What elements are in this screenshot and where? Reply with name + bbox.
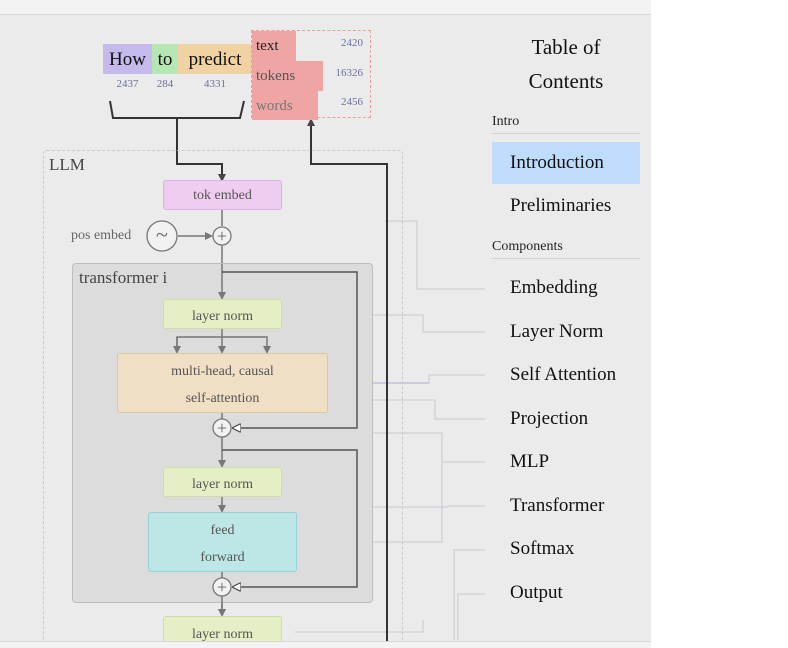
layer-norm-2-block[interactable]: layer norm [163,467,282,497]
sine-wave-icon: ~ [156,222,168,247]
output-word-text: text [256,38,279,54]
toc-item-embedding[interactable]: Embedding [510,277,598,298]
output-word-tokens: tokens [256,68,296,84]
output-value-text: 2420 [341,37,363,49]
toc-section-intro: Intro [492,114,640,134]
input-token-how: How [103,44,152,74]
output-bar-tokens [252,61,323,91]
toc-item-preliminaries[interactable]: Preliminaries [510,195,612,216]
layer-norm-final-label: layer norm [191,627,254,642]
bottom-scroll-edge [0,641,651,648]
feed-forward-label-line1: feed [210,523,235,538]
attention-block[interactable]: multi-head, causal self-attention [117,353,328,413]
feed-forward-block[interactable]: feed forward [148,512,297,572]
add-icon: + [216,226,228,246]
transformer-lines [173,264,358,617]
output-bar-text [252,31,296,61]
output-value-words: 2456 [341,96,363,108]
layer-norm-2-label: layer norm [191,477,254,492]
output-value-tokens: 16326 [335,67,364,79]
toc-item-softmax[interactable]: Softmax [510,538,575,559]
input-token-predict: predict [178,44,252,74]
output-bar-words [252,90,318,120]
output-word-words: words [256,98,293,114]
token-id-predict: 4331 [204,78,226,90]
feed-forward-label-line2: forward [200,550,245,565]
tok-embed-block[interactable]: tok embed [163,180,282,210]
add-icon: + [216,577,228,597]
toc-title-line2: Contents [528,69,604,93]
toc-item-mlp[interactable]: MLP [510,451,550,472]
add-icon: + [216,418,228,438]
token-id-how: 2437 [116,78,139,90]
toc-title-line1: Table of [531,35,601,59]
tok-embed-label: tok embed [193,188,252,203]
llm-label: LLM [49,155,85,174]
llm-region [43,150,403,648]
toc-section-components: Components [492,239,640,259]
toc-item-transformer[interactable]: Transformer [510,495,605,516]
token-id-to: 284 [156,78,174,90]
attention-label-line1: multi-head, causal [171,364,274,379]
transformer-label: transformer i [79,268,168,287]
layer-norm-1-block[interactable]: layer norm [163,299,282,329]
attention-label-line2: self-attention [185,391,260,406]
toc-item-projection[interactable]: Projection [510,408,589,429]
app-window: How to predict 2437 284 4331 text tokens… [0,0,651,648]
toc-item-self-attention[interactable]: Self Attention [510,364,617,385]
top-scroll-edge [0,0,651,15]
toc-item-output[interactable]: Output [510,582,563,603]
toc-item-introduction[interactable]: Introduction [492,142,640,184]
toc-item-layer-norm[interactable]: Layer Norm [510,321,604,342]
layer-norm-1-label: layer norm [191,309,254,324]
pos-embed-label: pos embed [71,228,132,243]
input-token-to: to [152,44,178,74]
